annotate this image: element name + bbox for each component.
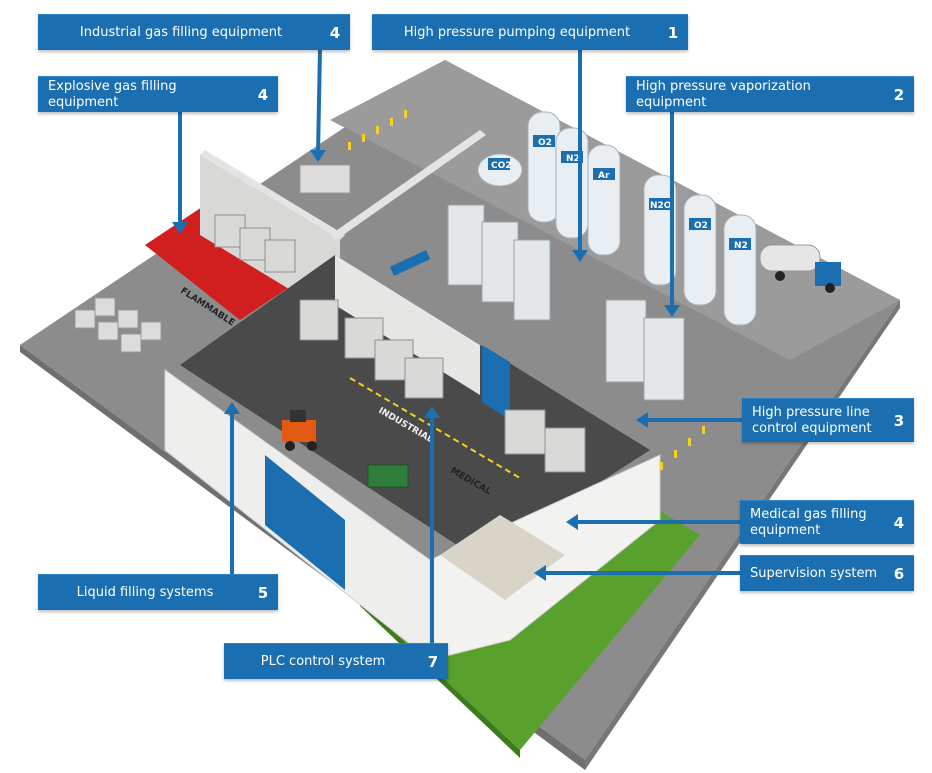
bollards — [348, 110, 705, 470]
building-floor — [180, 255, 650, 560]
callout-label: Industrial gas filling equipment — [79, 24, 283, 40]
leader-industrial-gas — [316, 47, 322, 156]
yard-wall — [330, 130, 486, 240]
tank-label-o2-a: O2 — [538, 138, 552, 148]
callout-label: High pressure line control equipment — [752, 404, 872, 436]
grass-edge — [360, 600, 520, 758]
callout-label: Explosive gas filling equipment — [48, 78, 177, 110]
leader-lines — [178, 47, 742, 643]
callout-high-pressure-vaporization: High pressure vaporization equipment 2 — [626, 76, 914, 112]
callout-medical-gas-filling: Medical gas filling equipment 4 — [740, 500, 914, 544]
callout-label: High pressure pumping equipment — [403, 24, 631, 40]
callout-number: 5 — [257, 583, 269, 602]
tank-label-ar: Ar — [598, 171, 610, 181]
tank-label-n2-a: N2 — [566, 154, 580, 164]
tank-label-co2: CO2 — [491, 161, 512, 171]
vaporizer-towers — [447, 204, 685, 401]
blue-pipes — [389, 250, 431, 276]
callout-liquid-filling-systems: Liquid filling systems 5 — [38, 574, 278, 610]
callout-supervision-system: Supervision system 6 — [740, 555, 914, 591]
callout-number: 2 — [893, 85, 905, 104]
callout-label: Liquid filling systems — [76, 584, 214, 600]
callout-number: 4 — [893, 513, 905, 532]
callout-label: PLC control system — [260, 653, 386, 669]
callout-plc-control-system: PLC control system 7 — [224, 643, 448, 679]
callout-label: Supervision system — [750, 565, 878, 581]
callout-number: 4 — [329, 23, 341, 42]
supervision-room-floor — [440, 515, 565, 600]
inner-wall — [335, 255, 480, 395]
filling-machines — [214, 214, 586, 473]
tank-label-n2-b: N2 — [734, 241, 748, 251]
callout-number: 4 — [257, 85, 269, 104]
tank-label-o2-b: O2 — [694, 221, 708, 231]
cylinder-pallets — [74, 297, 162, 353]
flammable-zone-floor — [145, 205, 300, 320]
pipe-rack — [299, 164, 351, 194]
callout-number: 6 — [893, 564, 905, 583]
divider-wall — [200, 150, 345, 240]
blue-door — [265, 455, 345, 590]
tank-labels: CO2 O2 N2 Ar N2O O2 N2 — [488, 135, 751, 251]
tank-label-n2o: N2O — [650, 201, 672, 211]
cylinder-rack — [367, 464, 409, 488]
callout-high-pressure-line-control: High pressure line control equipment 3 — [742, 398, 914, 442]
callout-label: High pressure vaporization equipment — [636, 78, 811, 110]
callout-number: 7 — [427, 652, 439, 671]
forklift — [282, 410, 317, 451]
callout-explosive-gas-filling: Explosive gas filling equipment 4 — [38, 76, 278, 112]
blue-panel — [482, 345, 510, 420]
leader-arrowheads — [172, 150, 680, 581]
callout-number: 3 — [893, 411, 905, 430]
callout-label: Medical gas filling equipment — [750, 506, 867, 538]
callout-number: 1 — [667, 23, 679, 42]
grass-area — [360, 505, 700, 750]
floor-divider-line — [349, 377, 521, 479]
callout-high-pressure-pumping: High pressure pumping equipment 1 — [372, 14, 688, 50]
tanker-truck — [759, 244, 841, 293]
callout-industrial-gas-filling: Industrial gas filling equipment 4 — [38, 14, 350, 50]
